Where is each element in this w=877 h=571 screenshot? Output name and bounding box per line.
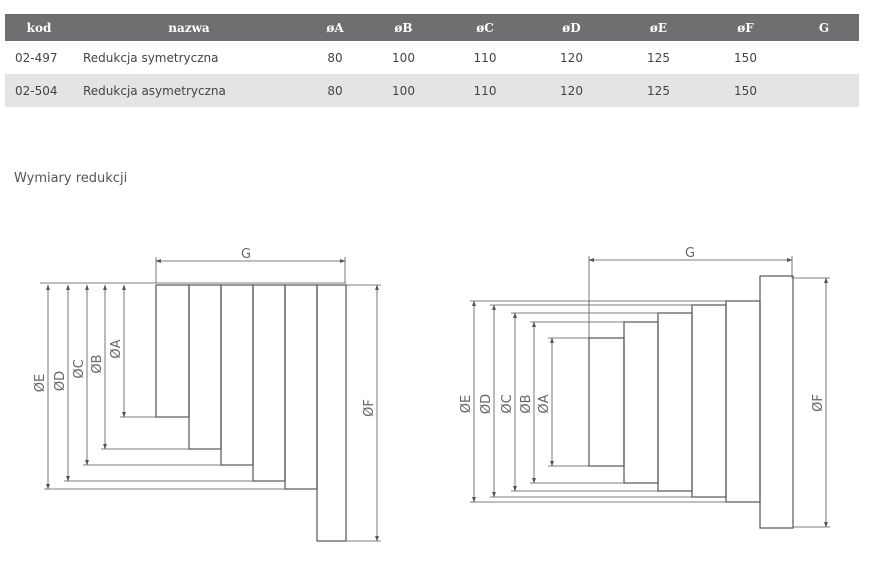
cell-kod: 02-504	[5, 74, 73, 107]
cell-diameter-b: 100	[392, 50, 415, 65]
label-g: G	[685, 246, 695, 261]
label-diameter-d: ØD	[479, 394, 494, 414]
table-row: 02-504 Redukcja asymetryczna 80 100 110 …	[5, 74, 859, 107]
cell-diameter-f: 150	[734, 50, 757, 65]
header-diameter-f: øF	[702, 14, 789, 41]
table-header-row: kod nazwa øA øB øC øD øE øF G	[5, 14, 859, 41]
dimensions-table: kod nazwa øA øB øC øD øE øF G 02-497 Red…	[5, 14, 859, 107]
label-diameter-c: ØC	[72, 359, 87, 378]
cell-diameter-b: 100	[365, 74, 442, 107]
label-diameter-a: ØA	[109, 339, 124, 358]
header-diameter-c: øC	[442, 14, 528, 41]
cell-diameter-e: 125	[615, 74, 702, 107]
label-diameter-f: ØF	[362, 399, 377, 417]
header-kod: kod	[5, 14, 73, 41]
cell-kod: 02-497	[15, 50, 58, 65]
drawing-symmetric-labels: G ØE ØD ØC ØB ØA ØF	[33, 247, 377, 417]
header-diameter-a: øA	[305, 14, 365, 41]
label-diameter-b: ØB	[519, 394, 534, 413]
header-nazwa: nazwa	[73, 14, 305, 41]
label-diameter-e: ØE	[33, 374, 48, 392]
table-row: 02-497 Redukcja symetryczna 80 100 110 1…	[5, 41, 859, 74]
label-diameter-c: ØC	[500, 394, 515, 413]
cell-diameter-a: 80	[327, 50, 343, 65]
cell-nazwa: Redukcja asymetryczna	[73, 74, 305, 107]
header-g: G	[789, 14, 859, 41]
cell-diameter-f: 150	[702, 74, 789, 107]
cell-diameter-c: 110	[473, 50, 497, 65]
label-diameter-b: ØB	[90, 354, 105, 373]
cell-diameter-d: 120	[560, 50, 583, 65]
cell-diameter-e: 125	[647, 50, 670, 65]
header-diameter-e: øE	[615, 14, 702, 41]
label-diameter-d: ØD	[53, 371, 68, 391]
drawing-symmetric	[40, 257, 381, 542]
cell-g	[789, 74, 859, 107]
cell-diameter-c: 110	[442, 74, 528, 107]
drawing-asymmetric-labels: G ØE ØD ØC ØB ØA ØF	[459, 246, 826, 414]
drawing-asymmetric	[470, 256, 830, 529]
label-diameter-e: ØE	[459, 395, 474, 413]
section-title: Wymiary redukcji	[14, 171, 128, 186]
cell-diameter-a: 80	[305, 74, 365, 107]
label-g: G	[241, 247, 251, 262]
header-diameter-b: øB	[365, 14, 442, 41]
label-diameter-a: ØA	[537, 394, 552, 413]
header-diameter-d: øD	[528, 14, 615, 41]
cell-nazwa: Redukcja symetryczna	[83, 50, 219, 65]
label-diameter-f: ØF	[811, 394, 826, 412]
cell-diameter-d: 120	[528, 74, 615, 107]
